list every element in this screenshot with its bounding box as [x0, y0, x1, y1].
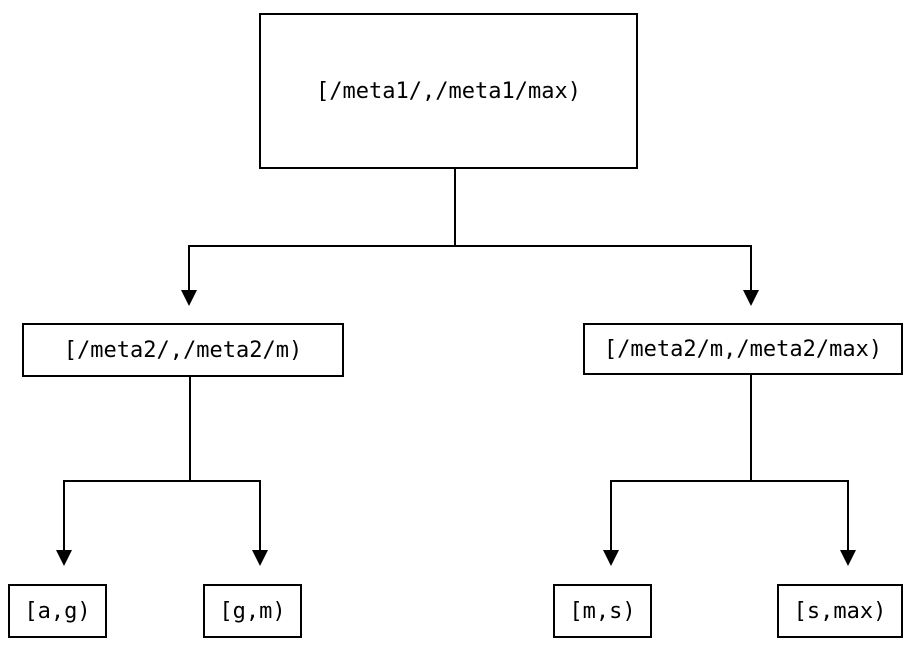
edge-meta2-high-stem — [750, 375, 752, 482]
arrowhead-down-icon — [743, 290, 759, 306]
arrowhead-down-icon — [840, 550, 856, 566]
node-leaf-s-max: [s,max) — [777, 584, 903, 638]
edge-meta2-high-children-rail — [610, 480, 849, 482]
edge-meta2-low-stem — [189, 377, 191, 482]
edge-meta2-low-children-rail — [63, 480, 261, 482]
arrowhead-down-icon — [56, 550, 72, 566]
edge-drop-to-leaf-a-g — [63, 480, 65, 551]
arrowhead-down-icon — [181, 290, 197, 306]
node-root-range: [/meta1/,/meta1/max) — [259, 13, 638, 169]
edge-drop-to-meta2-high — [750, 245, 752, 291]
arrowhead-down-icon — [252, 550, 268, 566]
edge-drop-to-meta2-low — [188, 245, 190, 291]
edge-root-children-rail — [188, 245, 752, 247]
arrowhead-down-icon — [603, 550, 619, 566]
node-leaf-g-m: [g,m) — [203, 584, 302, 638]
edge-root-stem — [454, 169, 456, 246]
edge-drop-to-leaf-m-s — [610, 480, 612, 551]
node-leaf-m-s: [m,s) — [553, 584, 652, 638]
node-meta2-high-range: [/meta2/m,/meta2/max) — [583, 323, 903, 375]
edge-drop-to-leaf-s-max — [847, 480, 849, 551]
node-meta2-low-range: [/meta2/,/meta2/m) — [22, 323, 344, 377]
node-leaf-a-g: [a,g) — [8, 584, 107, 638]
edge-drop-to-leaf-g-m — [259, 480, 261, 551]
